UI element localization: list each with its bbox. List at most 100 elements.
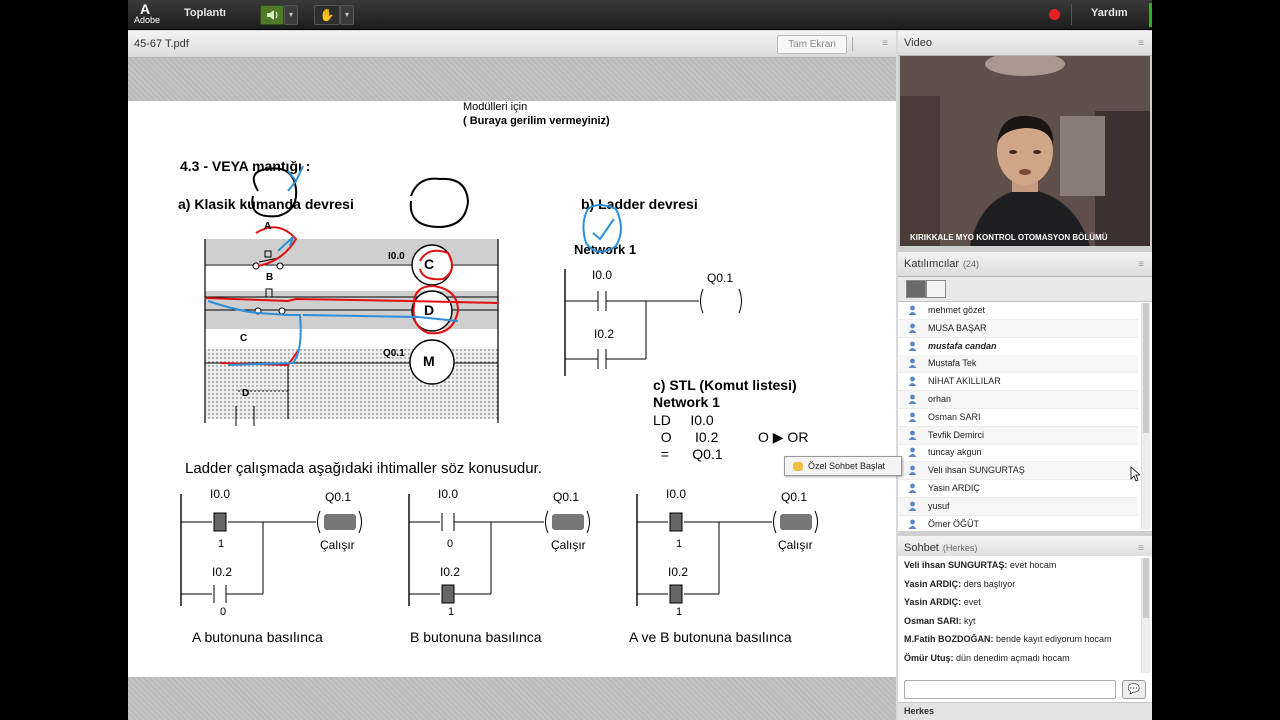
attendee-name: Osman SARI [928,411,981,422]
list-view-icon[interactable] [906,280,926,298]
status-dropdown[interactable]: ▾ [340,5,354,25]
attendee-name: mustafa candan [928,340,997,351]
attendee-row[interactable]: Ömer ÖĞÜT [898,516,1138,531]
webcam-video[interactable]: KIRIKKALE MYO KONTROL OTOMASYON BÖLÜMÜ [900,56,1150,246]
chat-scrollbar[interactable] [1141,558,1150,673]
case3-i00: I0.0 [666,487,687,501]
video-caption: KIRIKKALE MYO KONTROL OTOMASYON BÖLÜMÜ [910,233,1108,242]
fullscreen-button[interactable]: Tam Ekran [777,35,847,54]
circuit-i00-label: I0.0 [388,251,405,262]
document-viewport[interactable]: Modülleri için ( Buraya gerilim vermeyin… [128,58,896,720]
user-icon [908,430,917,440]
case-ladders [180,494,818,606]
case1-q01: Q0.1 [325,490,352,504]
user-icon [908,341,917,351]
chat-recipient: Herkes [904,706,935,716]
stl-title: c) STL (Komut listesi) [653,377,797,393]
attendees-pod-header: Katılımcılar(24) ≡ [898,252,1152,277]
case2-i02: I0.2 [440,565,461,579]
chat-bubble-icon: 💬 [1127,684,1141,695]
case2-v2: 1 [448,606,455,618]
attendee-row[interactable]: NİHAT AKILLILAR [898,373,1138,392]
case3-v2: 1 [676,606,683,618]
speaker-dropdown[interactable]: ▾ [284,5,298,25]
ladder-q01-label: Q0.1 [707,271,734,285]
document-page: Modülleri için ( Buraya gerilim vermeyin… [128,101,896,677]
attendee-row[interactable]: mustafa candan [898,338,1138,356]
case2-i00: I0.0 [438,487,459,501]
lamp-m [409,339,455,385]
attendee-row[interactable]: mehmet gözet [898,302,1138,320]
user-icon [908,305,917,315]
attendee-row[interactable]: Mustafa Tek [898,355,1138,374]
chat-recipient-bar[interactable]: Herkes [898,702,1152,720]
attendees-title: Katılımcılar(24) [904,258,980,270]
attendee-name: MUSA BAŞAR [928,322,987,333]
ladder-i00-label: I0.0 [592,268,613,282]
attendees-menu-icon[interactable]: ≡ [1138,259,1144,270]
attendee-row[interactable]: Veli ihsan SUNGURTAŞ [898,462,1138,481]
circuit-q01-label: Q0.1 [383,348,405,359]
section-title: 4.3 - VEYA mantığı : [180,158,311,174]
case1-i02: I0.2 [212,565,233,579]
attendee-row[interactable]: tuncay akgun [898,444,1138,463]
attendee-name: yusuf [928,500,950,511]
classic-circuit-title: a) Klasik kumanda devresi [178,196,354,212]
attendee-row[interactable]: orhan [898,391,1138,409]
user-icon [908,394,917,404]
mouse-cursor-icon [1130,466,1140,482]
stl-line-2: O I0.2 [653,429,719,445]
attendee-name: NİHAT AKILLILAR [928,376,1001,387]
chat-message: Veli ihsan SUNGURTAŞ: evet hocam [904,560,1057,570]
lamp-c-label: C [424,256,435,272]
contact-a-label: A [264,221,272,232]
status-view-icon[interactable] [926,280,946,298]
case3-v1: 1 [676,538,683,550]
user-icon [908,412,917,422]
divider [852,37,853,51]
video-pod-menu-icon[interactable]: ≡ [1138,38,1144,49]
divider [1071,4,1072,25]
contact-c-label: C [240,333,248,344]
circuit-band-1 [205,239,498,264]
pod-menu-icon[interactable]: ≡ [882,38,888,49]
status-strip [1149,3,1152,27]
attendee-name: orhan [928,394,952,404]
user-icon [908,376,917,387]
send-message-button[interactable]: 💬 [1122,680,1146,699]
speaker-button[interactable] [260,5,284,25]
raise-hand-button[interactable]: ✋ [314,5,340,25]
meeting-menu[interactable]: Toplantı [184,7,226,19]
record-indicator-icon[interactable] [1049,9,1060,20]
chat-icon [793,462,803,472]
case1-v1: 1 [218,538,225,550]
user-icon [908,465,917,476]
attendee-row[interactable]: Osman SARI [898,409,1138,427]
case1-run: Çalışır [320,538,355,552]
case2-q01: Q0.1 [553,490,580,504]
attendee-name: tuncay akgun [928,447,982,458]
case1-v2: 0 [220,606,227,618]
lamp-d-label: D [424,302,435,318]
private-chat-tooltip[interactable]: Özel Sohbet Başlat [784,456,902,476]
attendee-scrollbar[interactable] [1141,303,1150,529]
chat-menu-icon[interactable]: ≡ [1138,543,1144,554]
scrollbar-thumb[interactable] [1143,558,1149,618]
contact-b-label: B [266,272,274,283]
attendee-name: Yasin ARDIÇ [928,483,980,493]
attendee-row[interactable]: MUSA BAŞAR [898,319,1138,338]
scrollbar-thumb[interactable] [1143,303,1149,433]
stl-or-note: O ▶ OR [758,429,809,445]
attendee-row[interactable]: yusuf [898,497,1138,516]
user-icon [908,483,917,493]
attendee-row[interactable]: Tevfik Demirci [898,426,1138,445]
document-title: 45-67 T.pdf [134,38,189,50]
chat-input[interactable] [904,680,1116,699]
attendee-row[interactable]: Yasin ARDIÇ [898,480,1138,498]
help-menu[interactable]: Yardım [1091,7,1128,19]
webcam-frame-icon [900,56,1150,246]
